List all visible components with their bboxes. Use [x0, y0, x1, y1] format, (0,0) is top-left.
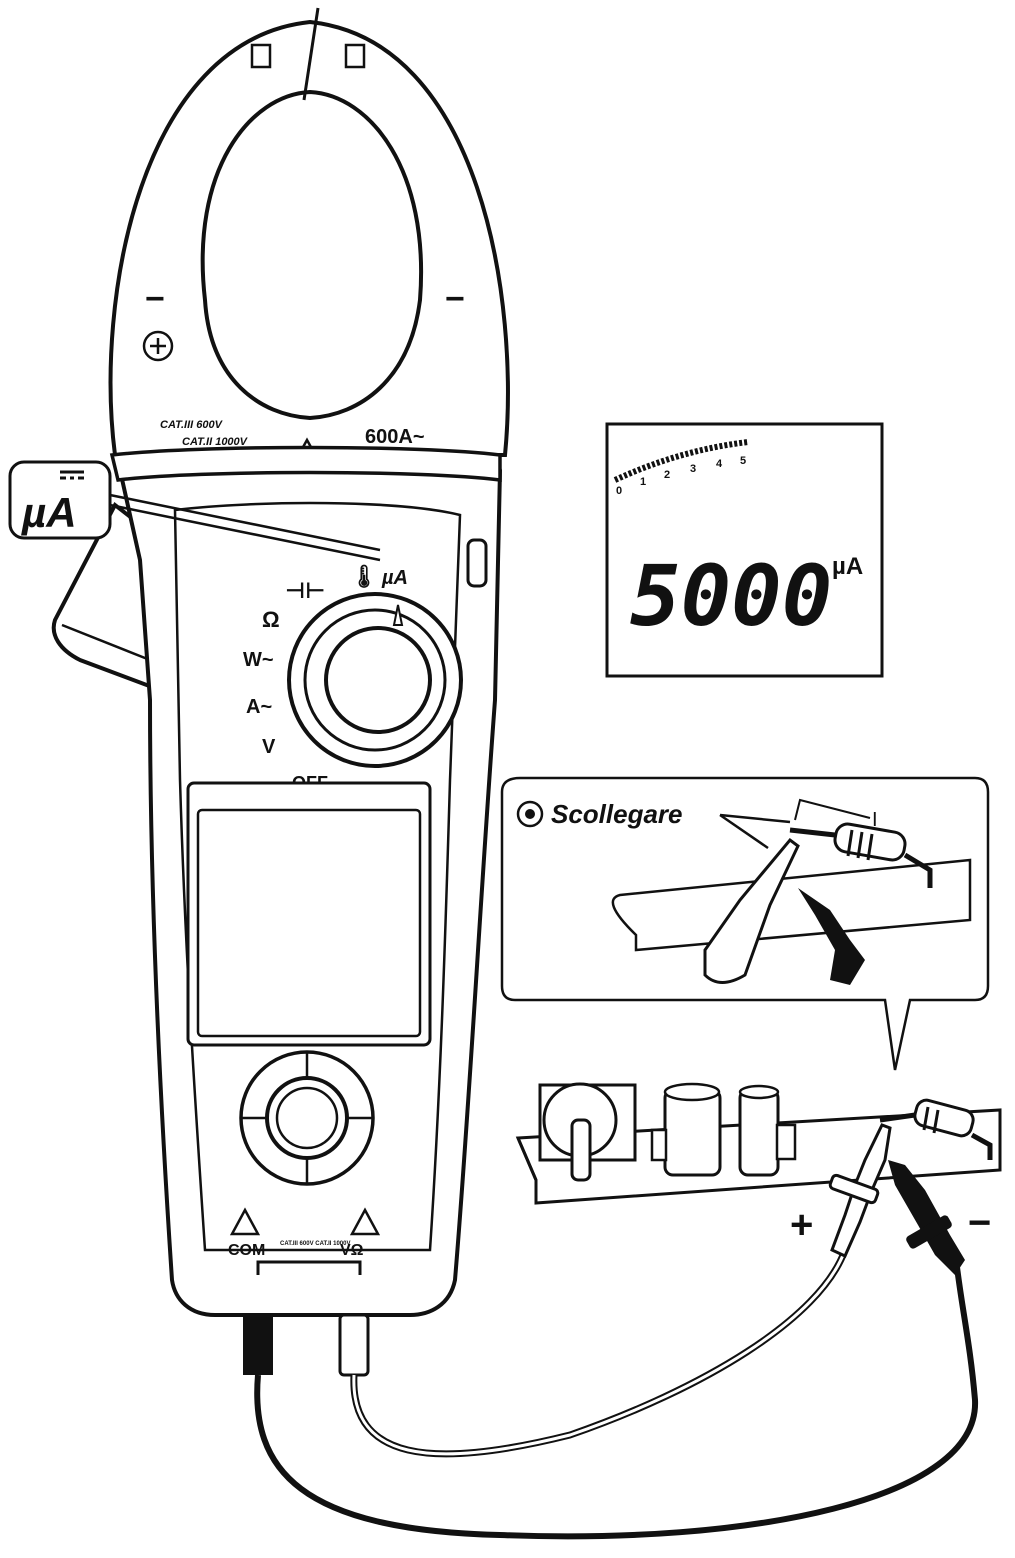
callout-line: [109, 493, 381, 552]
rotary-dial[interactable]: [287, 592, 463, 768]
jack-cat-label: CAT.III 600V CAT.II 1000V: [280, 1241, 350, 1247]
disconnect-inset: Scollegare I: [500, 776, 990, 1071]
clamp-jaw: − − CAT.III 600V CAT.II 1000V 600A~: [108, 7, 510, 479]
lcd-unit: µA: [832, 553, 863, 580]
jaw-minus-left: −: [145, 280, 165, 318]
dial-a-label: A~: [246, 696, 272, 718]
dial-thermometer-icon: 🌡: [350, 564, 378, 589]
jack-vohm-label: VΩ: [340, 1242, 364, 1259]
dial-w-label: W~: [243, 649, 274, 671]
lcd-tick-1: 1: [640, 476, 646, 488]
circuit-board: [515, 1082, 1002, 1205]
dial-ua-label: µA: [381, 567, 408, 589]
lcd-reading: 5000: [630, 547, 832, 645]
lcd-tick-0: 0: [616, 485, 622, 497]
board-probes: [828, 1123, 965, 1275]
inset-label: Scollegare: [551, 799, 683, 829]
cat-iii-rating: CAT.III 600V: [160, 419, 224, 431]
jack-com-label: COM: [228, 1242, 265, 1259]
cat-ii-rating: CAT.II 1000V: [182, 436, 249, 448]
dial-ohm-label: Ω: [262, 607, 280, 632]
meter-display: [186, 781, 432, 1047]
black-lead-wire: [254, 1249, 979, 1540]
dial-v-label: V: [262, 736, 276, 758]
lcd-tick-3: 3: [690, 463, 696, 475]
polarity-plus: +: [790, 1203, 813, 1247]
jaw-minus-right: −: [445, 280, 465, 318]
warning-icon-v: [349, 1207, 381, 1236]
nav-pad[interactable]: [239, 1050, 375, 1186]
clamp-range-label: 600A~: [365, 426, 425, 448]
callout-symbol-label: µA: [21, 489, 77, 536]
lcd-scale-ticks: 0 1 2 3 4 5: [616, 455, 746, 497]
lcd-tick-2: 2: [664, 469, 670, 481]
lcd-tick-4: 4: [716, 458, 723, 470]
polarity-minus: −: [968, 1201, 991, 1245]
warning-icon-com: [229, 1207, 261, 1236]
probe-plugs: [243, 1248, 979, 1540]
jack-labels: COM CAT.III 600V CAT.II 1000V VΩ: [228, 1207, 381, 1275]
lcd-callout: 0 1 2 3 4 5 5000 µA: [605, 422, 884, 678]
callout-symbol: µA: [8, 460, 112, 540]
lcd-tick-5: 5: [740, 455, 746, 467]
dial-capacitor-icon: ⊣⊢: [285, 578, 325, 603]
current-symbol: I: [872, 809, 878, 831]
